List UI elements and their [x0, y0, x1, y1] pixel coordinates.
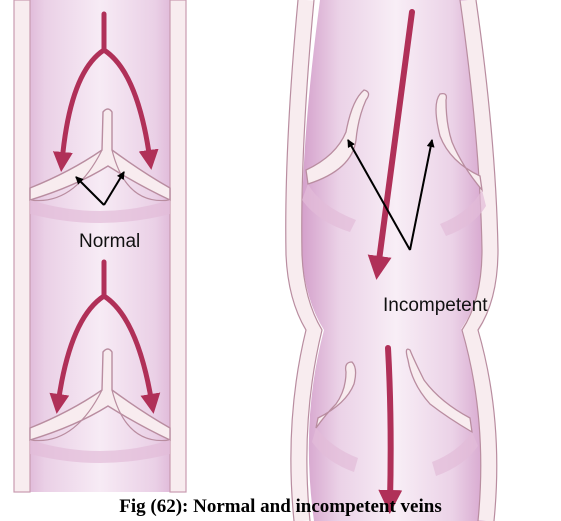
normal-vein-left-wall [14, 0, 30, 492]
normal-label: Normal [79, 231, 140, 253]
normal-vein-right-wall [170, 0, 186, 492]
incompetent-label: Incompetent [383, 286, 513, 326]
figure-caption: Fig (62): Normal and incompetent veins [0, 492, 561, 521]
incompetent-vein [286, 0, 498, 521]
